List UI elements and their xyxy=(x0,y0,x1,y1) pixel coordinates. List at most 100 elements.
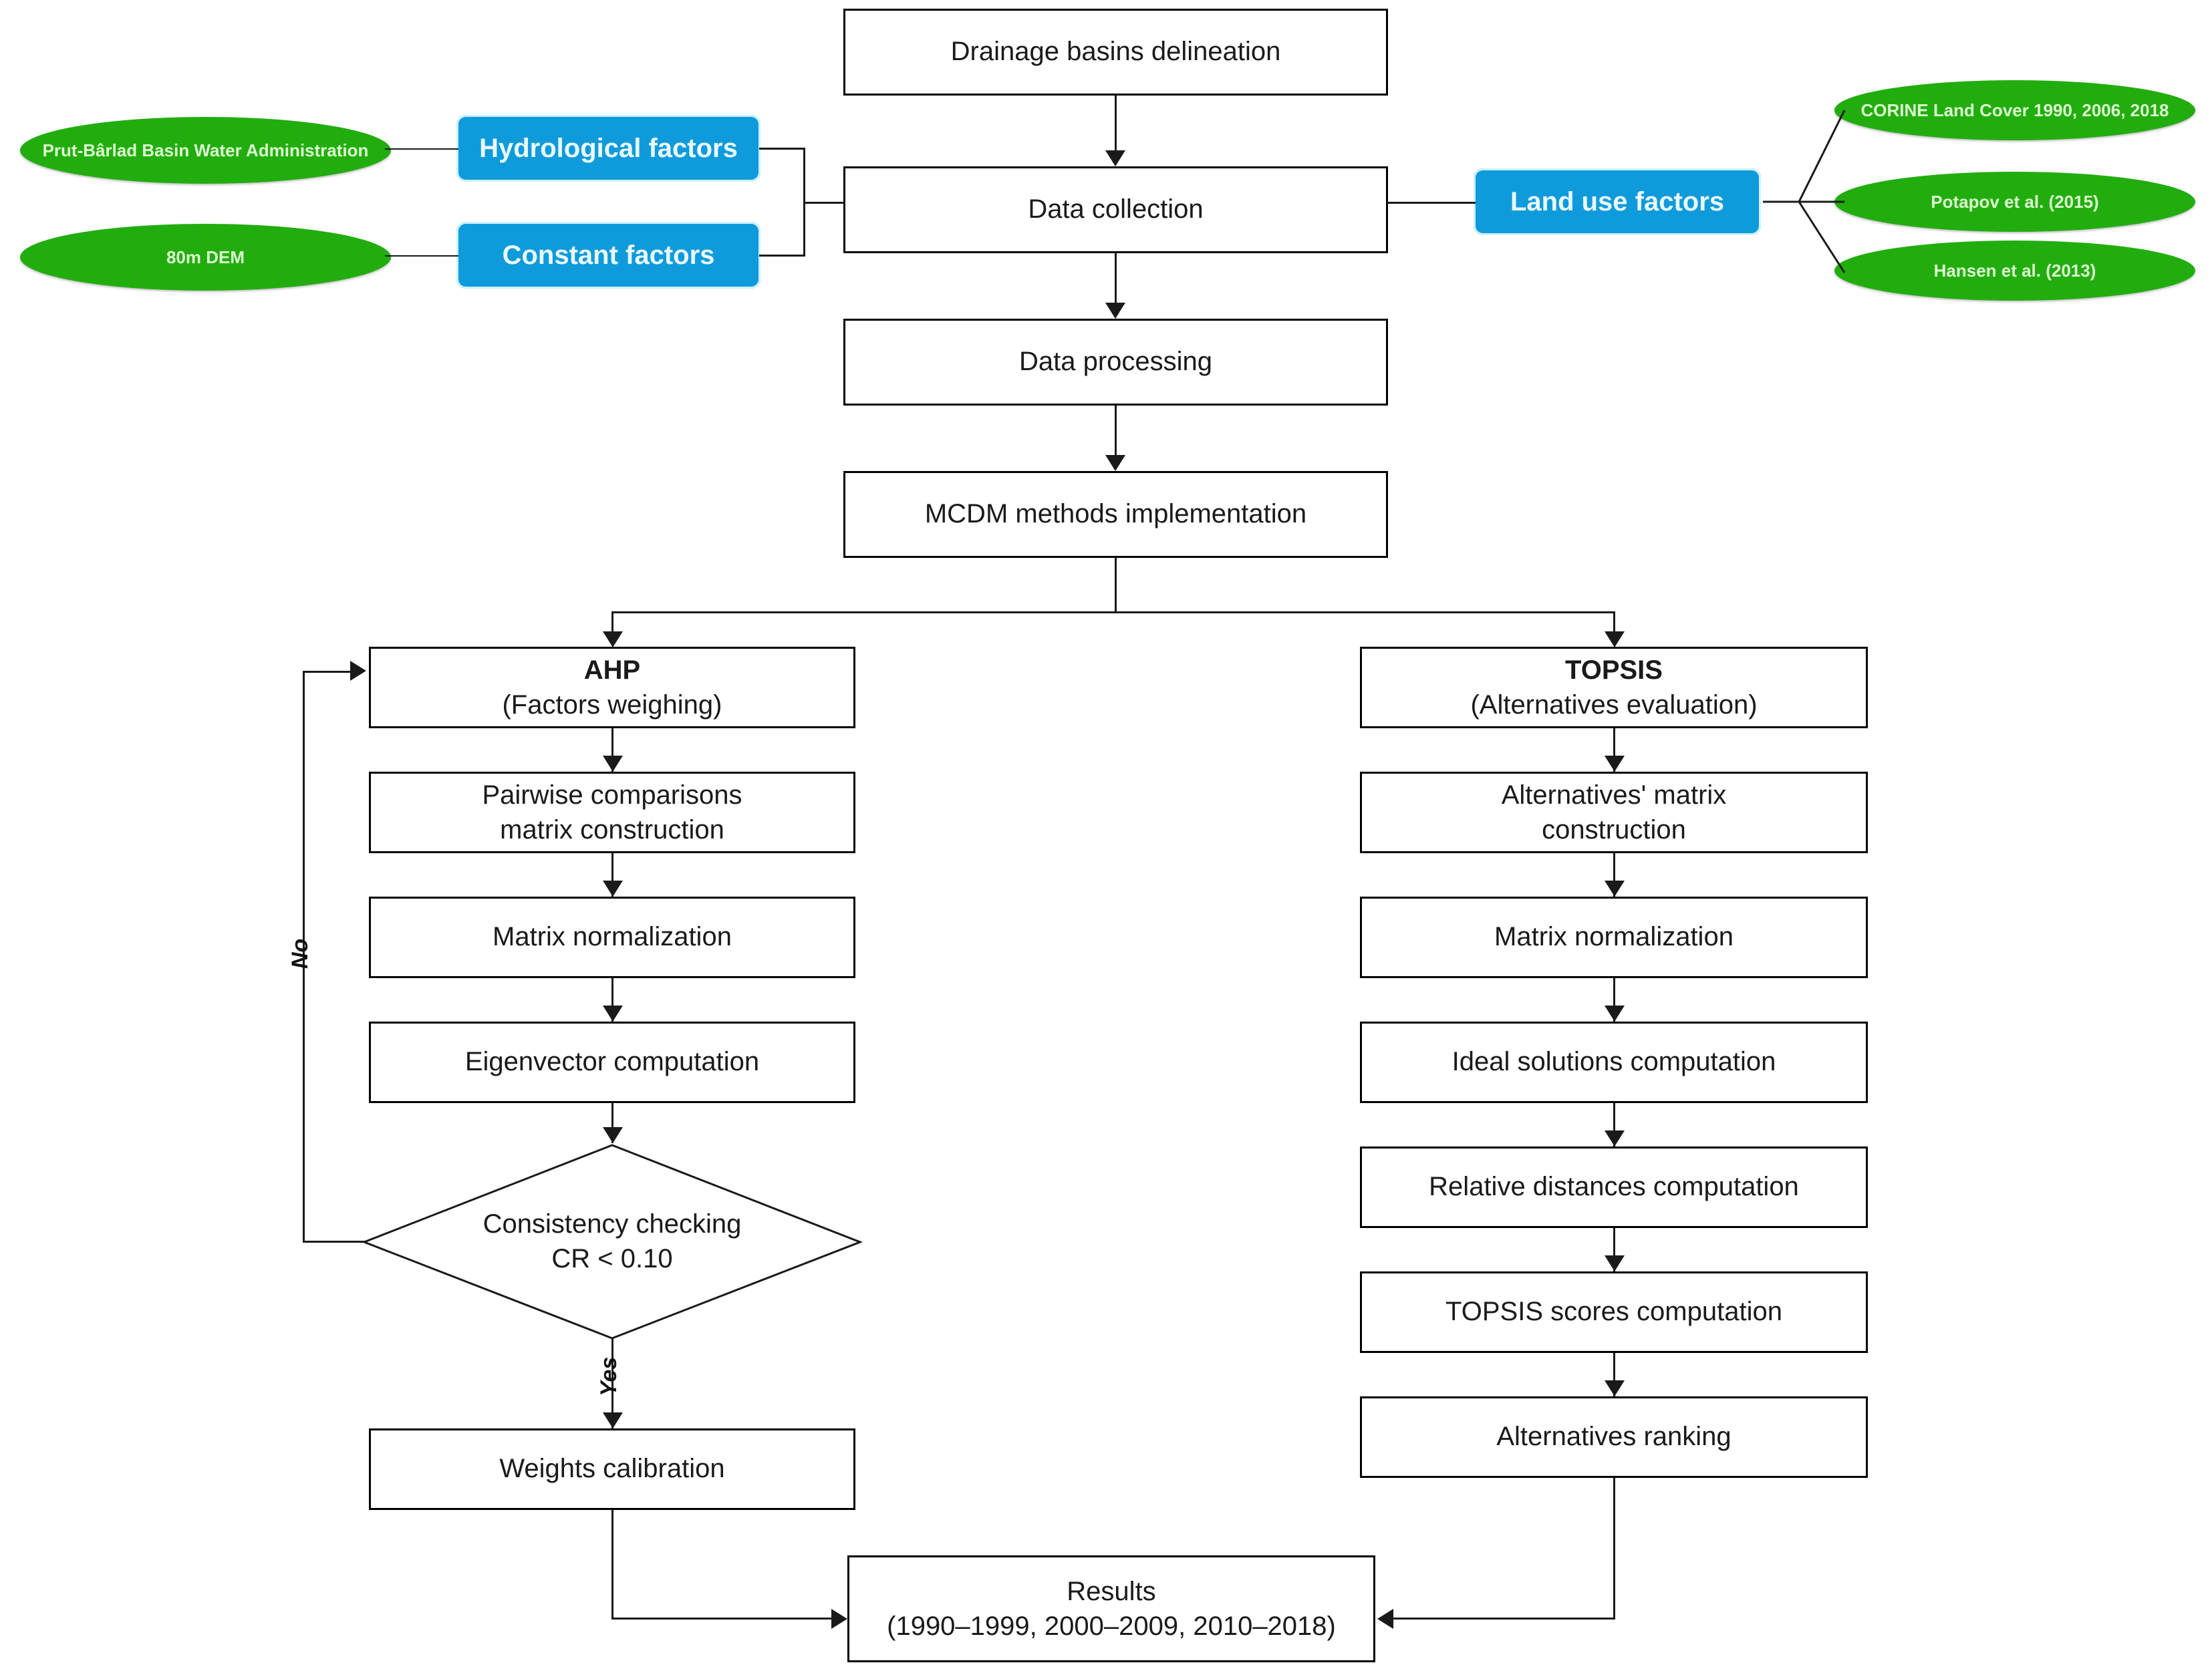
arrowhead-down xyxy=(1105,150,1125,166)
node-drainage-basins-delineation: Drainage basins delineation xyxy=(843,9,1388,96)
connector-ahp-1 xyxy=(611,728,613,772)
connector-landuse-fanout xyxy=(1758,94,1871,287)
connector-mcdm-split-bus xyxy=(611,611,1614,613)
node-hydrological-factors: Hydrological factors xyxy=(456,115,761,182)
node-subtitle: (Factors weighing) xyxy=(502,690,722,720)
node-topsis-header: TOPSIS (Alternatives evaluation) xyxy=(1360,647,1868,728)
connector-hydrological-bus xyxy=(759,148,805,150)
connector-left-bus-to-collection xyxy=(803,202,845,204)
node-topsis-scores-computation: TOPSIS scores computation xyxy=(1360,1271,1868,1353)
connector-drainage-to-collection xyxy=(1115,96,1117,162)
arrowhead-down xyxy=(1605,631,1625,647)
node-mcdm-methods-implementation: MCDM methods implementation xyxy=(843,471,1388,558)
node-ahp-eigenvector-computation: Eigenvector computation xyxy=(369,1022,855,1103)
node-data-processing: Data processing xyxy=(843,319,1388,406)
arrowhead-down xyxy=(603,1412,623,1428)
node-label-line1: Alternatives' matrix xyxy=(1501,780,1727,810)
node-label: Alternatives ranking xyxy=(1496,1422,1732,1452)
connector-topsis-6 xyxy=(1613,1353,1615,1396)
node-label-line1: Pairwise comparisons xyxy=(482,780,742,810)
arrowhead-down xyxy=(1605,881,1625,897)
connector-weights-to-results-vertical xyxy=(611,1510,613,1620)
source-prut-barlad-basin-water-administration: Prut-Bârlad Basin Water Administration xyxy=(20,117,391,184)
node-label: TOPSIS scores computation xyxy=(1445,1297,1782,1327)
arrowhead-right xyxy=(831,1609,847,1629)
node-label: Hydrological factors xyxy=(479,133,738,163)
node-label: Matrix normalization xyxy=(493,922,732,952)
connector-ranking-to-results-horizontal xyxy=(1393,1618,1615,1620)
edge-label-no: No xyxy=(287,938,313,969)
connector-collection-to-processing xyxy=(1115,253,1117,317)
connector-split-to-topsis xyxy=(1613,611,1615,638)
arrowhead-down xyxy=(603,1006,623,1022)
connector-dem-to-constant xyxy=(385,255,458,257)
arrowhead-down xyxy=(1605,1006,1625,1022)
results-label-line1: Results xyxy=(1067,1577,1156,1606)
node-ahp-header: AHP (Factors weighing) xyxy=(369,647,855,728)
connector-prut-to-hydrological xyxy=(385,148,458,150)
source-label: CORINE Land Cover 1990, 2006, 2018 xyxy=(1860,100,2169,120)
arrowhead-down xyxy=(1605,756,1625,772)
connector-topsis-1 xyxy=(1613,728,1615,772)
node-topsis-ideal-solutions: Ideal solutions computation xyxy=(1360,1022,1868,1103)
node-label: Matrix normalization xyxy=(1494,922,1734,952)
node-label: Weights calibration xyxy=(499,1454,725,1484)
connector-no-loop-horizontal-in xyxy=(303,671,352,673)
connector-mcdm-stem xyxy=(1115,558,1117,613)
node-label: Land use factors xyxy=(1510,186,1725,216)
connector-no-loop-vertical xyxy=(303,671,305,1243)
node-topsis-relative-distances: Relative distances computation xyxy=(1360,1147,1868,1228)
node-label-line2: construction xyxy=(1542,815,1686,845)
node-label-line2: matrix construction xyxy=(500,815,724,845)
arrowhead-down xyxy=(1605,1380,1625,1396)
source-label: Prut-Bârlad Basin Water Administration xyxy=(42,140,369,160)
node-ahp-pairwise-comparisons: Pairwise comparisons matrix construction xyxy=(369,772,855,853)
connector-processing-to-mcdm xyxy=(1115,406,1117,469)
source-potapov-2015: Potapov et al. (2015) xyxy=(1834,172,2195,232)
node-subtitle: (Alternatives evaluation) xyxy=(1470,690,1758,720)
connector-ahp-4 xyxy=(611,1103,613,1143)
node-land-use-factors: Land use factors xyxy=(1474,168,1761,235)
source-label: Hansen et al. (2013) xyxy=(1933,260,2096,281)
arrowhead-down xyxy=(1105,303,1125,319)
node-label: Ideal solutions computation xyxy=(1451,1047,1776,1077)
connector-split-to-ahp xyxy=(611,611,613,638)
node-weights-calibration: Weights calibration xyxy=(369,1428,855,1510)
arrowhead-down xyxy=(1605,1130,1625,1147)
edge-label-yes: Yes xyxy=(596,1356,621,1396)
node-title: TOPSIS xyxy=(1565,655,1663,685)
connector-ranking-to-results-vertical xyxy=(1613,1478,1615,1620)
connector-topsis-4 xyxy=(1613,1103,1615,1147)
connector-ahp-3 xyxy=(611,978,613,1022)
node-topsis-alternatives-ranking: Alternatives ranking xyxy=(1360,1396,1868,1478)
connector-collection-to-landuse xyxy=(1387,202,1476,204)
node-consistency-check-decision: Consistency checking CR < 0.10 xyxy=(362,1143,862,1340)
connector-yes-vertical xyxy=(611,1338,613,1429)
source-80m-dem: 80m DEM xyxy=(20,224,391,291)
arrowhead-left xyxy=(1377,1609,1393,1629)
connector-topsis-5 xyxy=(1613,1228,1615,1271)
connector-no-loop-horizontal-out xyxy=(303,1241,366,1243)
arrowhead-right xyxy=(350,661,366,681)
node-label: Data collection xyxy=(1028,194,1204,224)
connector-topsis-3 xyxy=(1613,978,1615,1022)
connector-ahp-2 xyxy=(611,853,613,897)
arrowhead-down xyxy=(603,881,623,897)
connector-constant-bus xyxy=(759,255,805,257)
node-label: Relative distances computation xyxy=(1429,1172,1799,1202)
arrowhead-down xyxy=(603,631,623,647)
arrowhead-down xyxy=(1605,1255,1625,1271)
node-label: MCDM methods implementation xyxy=(924,499,1307,529)
node-topsis-alternatives-matrix: Alternatives' matrix construction xyxy=(1360,772,1868,853)
node-title: AHP xyxy=(583,655,641,685)
node-label: Drainage basins delineation xyxy=(950,37,1281,67)
node-results: Results (1990–1999, 2000–2009, 2010–2018… xyxy=(847,1555,1375,1662)
source-hansen-2013: Hansen et al. (2013) xyxy=(1834,241,2195,301)
source-corine-land-cover: CORINE Land Cover 1990, 2006, 2018 xyxy=(1834,80,2195,140)
node-constant-factors: Constant factors xyxy=(456,222,761,289)
node-topsis-matrix-normalization: Matrix normalization xyxy=(1360,897,1868,978)
arrowhead-down xyxy=(1105,455,1125,471)
node-data-collection: Data collection xyxy=(843,166,1388,253)
results-label-line2: (1990–1999, 2000–2009, 2010–2018) xyxy=(887,1612,1336,1641)
